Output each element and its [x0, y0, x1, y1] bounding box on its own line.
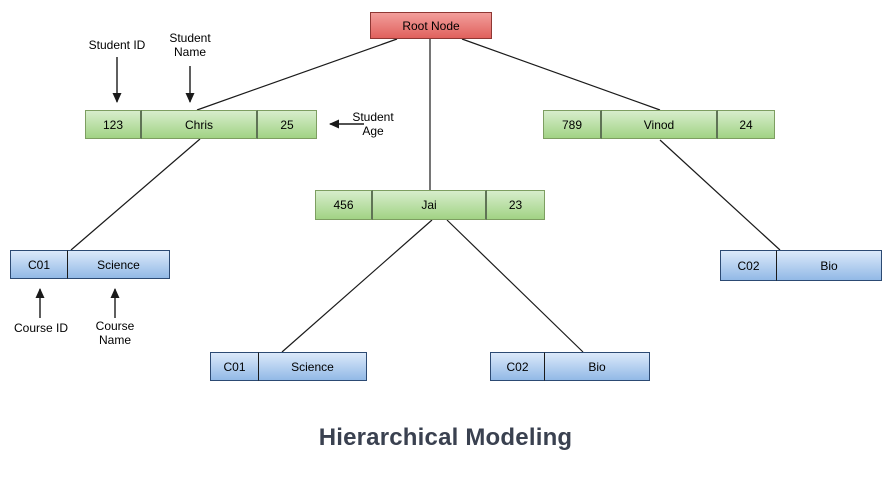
- edge-jai-bio: [446, 219, 584, 353]
- student-id-cell: 123: [85, 110, 142, 139]
- student-age-cell: 23: [487, 190, 545, 220]
- course-record-vinod-bio: C02 Bio: [720, 250, 882, 281]
- course-name-cell: Bio: [777, 250, 882, 281]
- course-name-cell: Bio: [545, 352, 650, 381]
- student-age-cell: 24: [718, 110, 775, 139]
- diagram-title: Hierarchical Modeling: [318, 424, 573, 451]
- student-name-cell: Chris: [142, 110, 258, 139]
- student-age-label: Student Age: [352, 110, 394, 138]
- course-name-cell: Science: [259, 352, 367, 381]
- edge-root-chris: [196, 38, 398, 111]
- course-record-jai-bio: C02 Bio: [490, 352, 650, 381]
- student-id-cell: 456: [315, 190, 373, 220]
- course-name-label: Course Name: [95, 319, 135, 347]
- student-record-chris: 123 Chris 25: [85, 110, 317, 139]
- edge-root-vinod: [461, 38, 661, 111]
- edge-chris-science: [70, 138, 201, 251]
- edge-vinod-bio: [659, 139, 781, 251]
- student-record-vinod: 789 Vinod 24: [543, 110, 775, 139]
- course-name-cell: Science: [68, 250, 170, 279]
- course-id-label: Course ID: [13, 321, 69, 335]
- root-node-label: Root Node: [402, 18, 460, 33]
- course-id-cell: C02: [720, 250, 777, 281]
- course-id-cell: C01: [210, 352, 259, 381]
- student-name-cell: Jai: [373, 190, 487, 220]
- student-age-cell: 25: [258, 110, 317, 139]
- course-id-cell: C01: [10, 250, 68, 279]
- edge-jai-science: [281, 219, 433, 353]
- course-record-chris-science: C01 Science: [10, 250, 170, 279]
- course-record-jai-science: C01 Science: [210, 352, 367, 381]
- student-id-cell: 789: [543, 110, 602, 139]
- student-id-label: Student ID: [88, 38, 146, 52]
- student-name-cell: Vinod: [602, 110, 718, 139]
- student-name-label: Student Name: [169, 31, 211, 59]
- student-record-jai: 456 Jai 23: [315, 190, 545, 220]
- root-node: Root Node: [370, 12, 492, 39]
- course-id-cell: C02: [490, 352, 545, 381]
